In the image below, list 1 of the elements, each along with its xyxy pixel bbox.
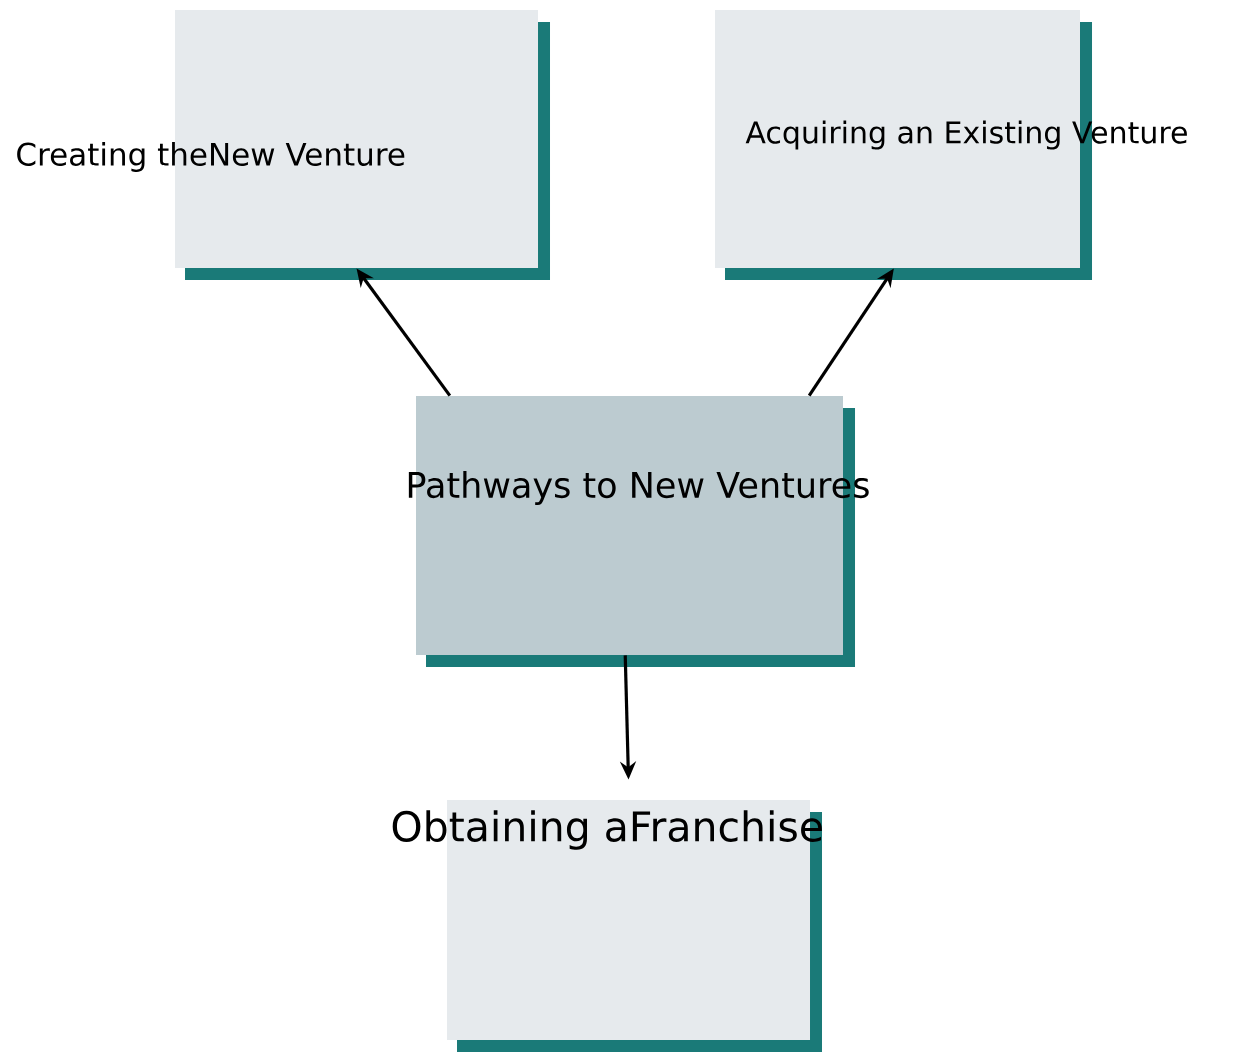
process-box: Creating theNew Venture <box>17 10 550 280</box>
